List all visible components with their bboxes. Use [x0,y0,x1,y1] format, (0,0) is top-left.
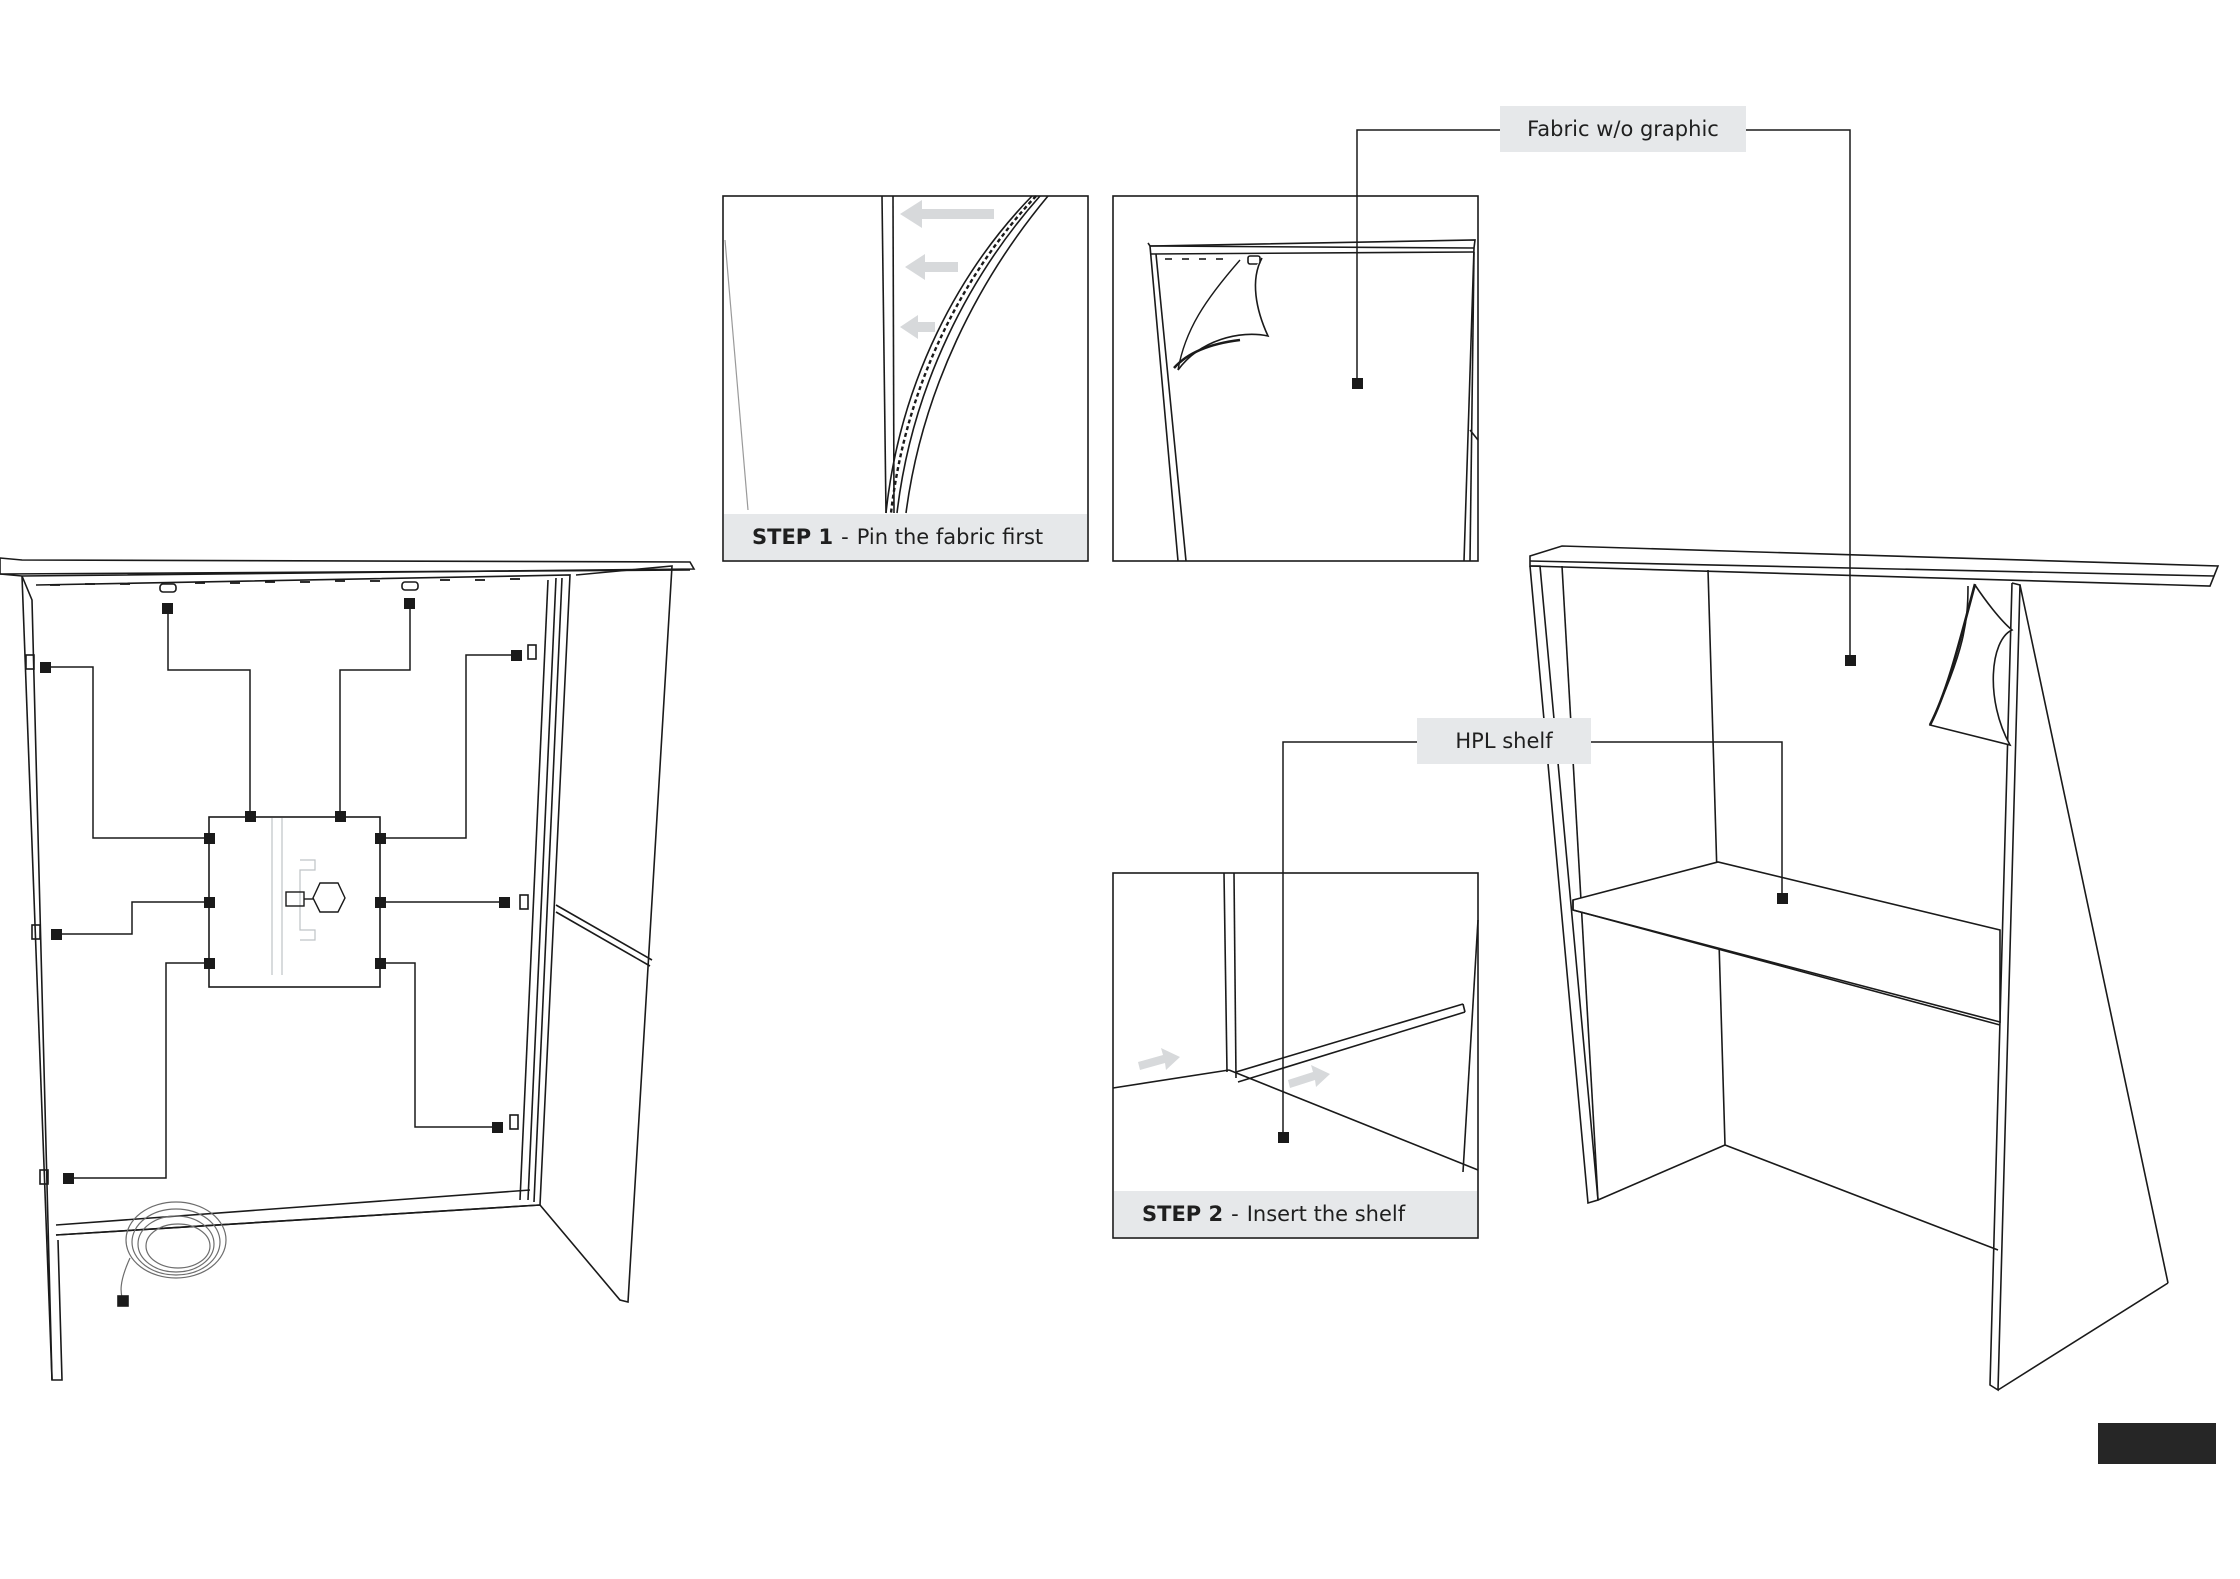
counter-back-illustration [0,557,696,1381]
right-callout-lines [1282,129,1851,1137]
arrow-left-icon [900,200,994,339]
step-1-separator: - [841,525,849,549]
arrow-right-icon [1138,1048,1330,1088]
left-callout-markers [40,598,522,1184]
step-1-panel [722,195,1089,562]
step-2-panel [1112,872,1479,1239]
counter-front-illustration [1529,545,2220,1392]
shelf-callout-label: HPL shelf [1417,718,1591,764]
right-callout-markers [1278,378,1856,1143]
step-2-separator: - [1231,1202,1239,1226]
left-callout-lines [45,603,516,1179]
step-1-text: Pin the fabric first [856,525,1044,549]
fabric-callout-label: Fabric w/o graphic [1500,106,1746,152]
step-2-caption: STEP 2 - Insert the shelf [1114,1191,1477,1237]
step-1-number: STEP 1 [752,525,834,549]
fabric-detail-panel [1112,195,1479,562]
step-2-text: Insert the shelf [1246,1202,1406,1226]
page-number-tab [2098,1423,2216,1464]
step-2-number: STEP 2 [1142,1202,1224,1226]
step-1-caption: STEP 1 - Pin the fabric first [724,514,1087,560]
